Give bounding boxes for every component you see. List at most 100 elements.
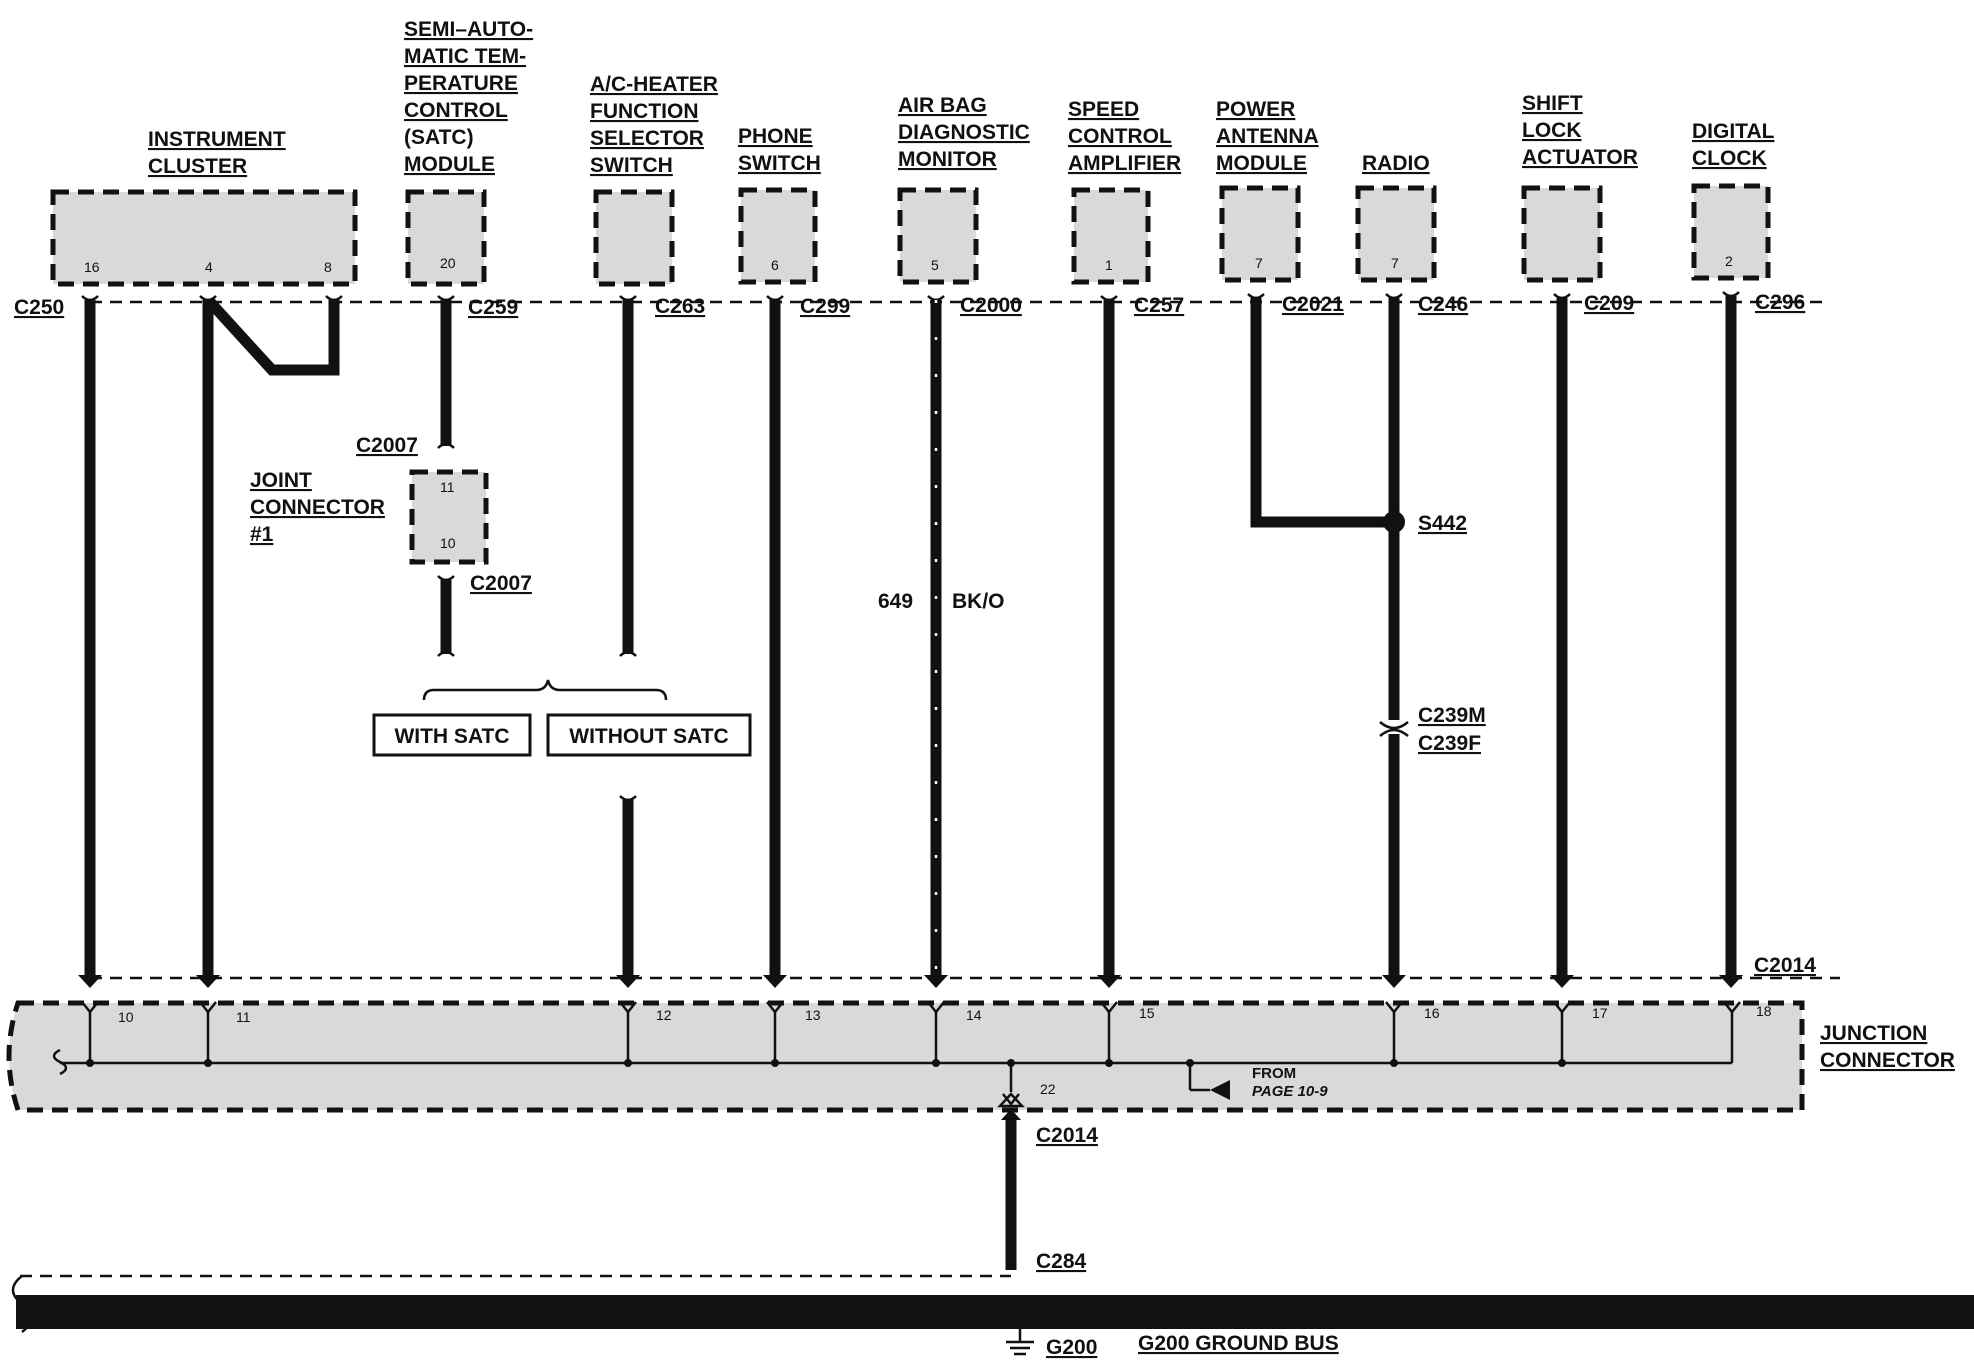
cluster-pin-16: 16 xyxy=(84,259,100,275)
connector-c263: C263 xyxy=(655,295,705,318)
jc-pin-18: 18 xyxy=(1756,1003,1772,1019)
wire-satc xyxy=(437,295,455,657)
shift-lock-box xyxy=(1521,185,1603,283)
air-bag-label-2: DIAGNOSTIC xyxy=(898,121,1030,144)
jc-pin-12: 12 xyxy=(656,1007,672,1023)
joint-connector-box xyxy=(409,469,489,565)
connector-c209: C209 xyxy=(1584,292,1634,315)
cluster-pin-4: 4 xyxy=(205,259,213,275)
ac-heater-label-1: A/C-HEATER xyxy=(590,73,718,96)
without-satc-label: WITHOUT SATC xyxy=(569,725,728,748)
air-bag-monitor-box xyxy=(897,187,979,285)
ground-g200-label: G200 xyxy=(1046,1336,1097,1359)
wire-ground xyxy=(20,1092,1025,1278)
wire-circuit-number: 649 xyxy=(878,590,913,613)
junction-internal-bus xyxy=(60,1001,1741,1107)
connector-c246: C246 xyxy=(1418,293,1468,316)
splice-s442-label: S442 xyxy=(1418,512,1467,535)
connector-c2007-top: C2007 xyxy=(356,434,418,457)
shift-lock-label-3: ACTUATOR xyxy=(1522,146,1638,169)
connector-c239m: C239M xyxy=(1418,704,1486,727)
cluster-pin-8: 8 xyxy=(324,259,332,275)
connector-c2014-top: C2014 xyxy=(1754,954,1816,977)
junction-connector-label-1: JUNCTION xyxy=(1820,1022,1927,1045)
jc-pin-15: 15 xyxy=(1139,1005,1155,1021)
air-bag-label-3: MONITOR xyxy=(898,148,997,171)
satc-label-3: PERATURE xyxy=(404,72,518,95)
wire-cluster-4 xyxy=(196,295,343,988)
joint-connector-label-1: JOINT xyxy=(250,469,312,492)
wire-speed-control xyxy=(1097,295,1121,988)
ac-heater-label-4: SWITCH xyxy=(590,154,673,177)
shift-lock-label-2: LOCK xyxy=(1522,119,1582,142)
wire-color-code: BK/O xyxy=(952,590,1005,613)
wire-digital-clock xyxy=(1719,291,1743,988)
satc-option-bracket xyxy=(422,679,668,701)
wire-phone-switch xyxy=(763,295,787,988)
power-antenna-box xyxy=(1219,185,1301,283)
joint-pin-10: 10 xyxy=(440,535,456,551)
power-antenna-pin: 7 xyxy=(1255,255,1263,271)
digital-clock-box xyxy=(1691,183,1771,281)
jc-pin-11: 11 xyxy=(236,1009,251,1025)
wire-air-bag-649 xyxy=(924,295,948,988)
connector-c250: C250 xyxy=(14,296,64,319)
wire-shift-lock xyxy=(1550,293,1574,988)
radio-label: RADIO xyxy=(1362,152,1430,175)
jc-pin-22: 22 xyxy=(1040,1081,1056,1097)
phone-switch-box xyxy=(738,187,818,285)
connector-c296: C296 xyxy=(1755,291,1805,314)
digital-clock-pin: 2 xyxy=(1725,253,1733,269)
satc-label-1: SEMI–AUTO- xyxy=(404,18,533,41)
air-bag-pin: 5 xyxy=(931,257,939,273)
jc-pin-13: 13 xyxy=(805,1007,821,1023)
jc-pin-17: 17 xyxy=(1592,1005,1608,1021)
speed-control-box xyxy=(1071,187,1151,285)
radio-pin: 7 xyxy=(1391,255,1399,271)
connector-c259: C259 xyxy=(468,296,518,319)
radio-box xyxy=(1355,185,1437,283)
with-satc-label: WITH SATC xyxy=(394,725,509,748)
satc-label-4: CONTROL xyxy=(404,99,508,122)
satc-label-2: MATIC TEM- xyxy=(404,45,526,68)
air-bag-label-1: AIR BAG xyxy=(898,94,987,117)
wire-ac-heater xyxy=(616,295,640,988)
instrument-cluster-label-2: CLUSTER xyxy=(148,155,247,178)
wire-power-antenna xyxy=(1247,293,1394,528)
power-antenna-label-3: MODULE xyxy=(1216,152,1307,175)
speed-control-label-2: CONTROL xyxy=(1068,125,1172,148)
with-satc-box xyxy=(372,713,532,757)
power-antenna-label-2: ANTENNA xyxy=(1216,125,1319,148)
reference-page: PAGE 10-9 xyxy=(1252,1083,1328,1100)
ac-heater-label-3: SELECTOR xyxy=(590,127,704,150)
jc-pin-16: 16 xyxy=(1424,1005,1440,1021)
connector-c2014-bottom: C2014 xyxy=(1036,1124,1098,1147)
junction-connector-label-2: CONNECTOR xyxy=(1820,1049,1955,1072)
ground-bus-break xyxy=(11,1275,33,1333)
speed-control-label-3: AMPLIFIER xyxy=(1068,152,1181,175)
connector-c257: C257 xyxy=(1134,294,1184,317)
g200-ground-bus xyxy=(16,1295,1974,1329)
jc-pin-14: 14 xyxy=(966,1007,982,1023)
connector-c2007-bottom: C2007 xyxy=(470,572,532,595)
phone-switch-label-1: PHONE xyxy=(738,125,813,148)
junction-connector-box xyxy=(6,1000,1805,1113)
satc-label-6: MODULE xyxy=(404,153,495,176)
power-antenna-label-1: POWER xyxy=(1216,98,1295,121)
connector-c2021: C2021 xyxy=(1282,293,1344,316)
joint-pin-11: 11 xyxy=(440,479,455,495)
speed-control-label-1: SPEED xyxy=(1068,98,1139,121)
satc-module-box xyxy=(405,189,487,287)
wire-radio xyxy=(1379,293,1409,988)
satc-pin-20: 20 xyxy=(440,255,456,271)
connector-c2000: C2000 xyxy=(960,294,1022,317)
phone-switch-label-2: SWITCH xyxy=(738,152,821,175)
joint-connector-label-2: CONNECTOR xyxy=(250,496,385,519)
digital-clock-label-2: CLOCK xyxy=(1692,147,1767,170)
ac-heater-switch-box xyxy=(593,189,675,287)
jc-pin-10: 10 xyxy=(118,1009,134,1025)
ground-bus-label: G200 GROUND BUS xyxy=(1138,1332,1339,1355)
wire-cluster-16 xyxy=(78,295,102,988)
connector-c239f: C239F xyxy=(1418,732,1481,755)
